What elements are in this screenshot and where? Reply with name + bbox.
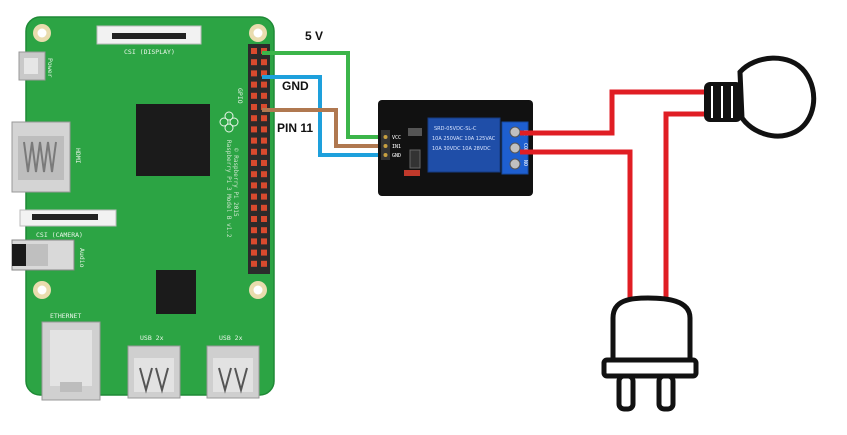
mains-wires [520,89,716,302]
gpio-pin [251,238,257,245]
usb-right-label: USB 2x [219,334,243,342]
gpio-pin [251,70,257,77]
raspberry-logo-icon [219,111,239,133]
gpio-pin [261,227,267,234]
power-label: Power [46,58,54,78]
gpio-pin [251,104,257,110]
signal-label: PIN 11 [277,121,313,135]
gpio-pin [251,216,257,222]
gpio-pin [261,216,267,222]
gpio-pin [261,59,267,66]
gpio-pin [261,193,267,200]
relay-terminal-com: COM [522,143,528,152]
hdmi-port: HDMI [11,121,82,193]
gpio-pin [251,148,257,155]
audio-jack: Audio [11,239,86,271]
gpio-pin [261,171,267,178]
low-voltage-wires [262,51,386,157]
gpio-pin [261,70,267,77]
gpio-pin [261,260,267,267]
usb-port-right: USB 2x [206,334,260,399]
gpio-pin [251,92,257,99]
gpio-pin [261,92,267,99]
gpio-pin [261,204,267,211]
gpio-pin [251,249,257,256]
signal-wire [262,108,386,148]
power-plug-icon [601,295,699,412]
csi-display-connector: CSI (DISPLAY) [96,25,202,56]
relay-terminal-no: NO [522,160,528,166]
usb-controller-chip [156,270,196,314]
gpio-pin [261,126,267,133]
hdmi-label: HDMI [74,148,82,164]
csi-camera-connector: CSI (CAMERA) [19,209,117,239]
gpio-pin [251,193,257,200]
relay-module: VCC IN1 GND SRD-05VDC-SL-C 10A 250VAC 10… [378,100,533,196]
light-bulb-icon [704,55,817,139]
soc-chip [136,104,210,176]
gpio-pin [261,238,267,245]
gpio-pin [251,48,257,54]
relay-coil-text-3: 10A 30VDC 10A 28VDC [432,146,491,152]
model-text-line1: Raspberry Pi 3 Model B v1.2 [225,140,232,238]
ethernet-port: ETHERNET [41,312,101,401]
gpio-pin [261,249,267,256]
gpio-pin [251,115,257,122]
usb-port-left: USB 2x [127,334,181,399]
gpio-pin [261,160,267,166]
relay-pin-in1: IN1 [392,144,401,150]
gpio-pin [251,204,257,211]
ethernet-label: ETHERNET [50,312,81,320]
model-text-line2: © Raspberry Pi 2015 [232,148,239,217]
gpio-pin [251,137,257,144]
vcc-label: 5 V [305,29,323,43]
gpio-pin [261,115,267,122]
gpio-pin [261,182,267,189]
gpio-pin [251,160,257,166]
gpio-pin [251,182,257,189]
gpio-pin [261,137,267,144]
relay-pin-gnd: GND [392,153,401,159]
gpio-pin [251,227,257,234]
gpio-header [248,44,270,274]
csi-display-label: CSI (DISPLAY) [124,48,175,56]
mains-wire-no [520,149,633,302]
mains-wire-com [520,89,716,136]
gpio-label: GPIO [236,88,244,104]
relay-coil-text-2: 10A 250VAC 10A 125VAC [432,136,496,142]
gnd-wire [262,75,386,157]
raspberry-pi-board: CSI (DISPLAY) Power HDMI Raspberry Pi 3 … [11,16,275,401]
gpio-pin [251,81,257,88]
mounting-hole-icon [33,24,267,299]
usb-left-label: USB 2x [140,334,164,342]
power-connector: Power [18,51,54,81]
relay-pin-vcc: VCC [392,135,401,141]
gpio-pin [261,104,267,110]
csi-camera-label: CSI (CAMERA) [36,231,83,239]
mains-wire-lamp-return [663,111,716,302]
gpio-pin [251,59,257,66]
vcc-wire [262,51,386,139]
gpio-pin [251,260,257,267]
gpio-pin [251,126,257,133]
relay-coil-text-1: SRD-05VDC-SL-C [434,126,477,132]
gpio-pin [261,148,267,155]
gpio-pin [251,171,257,178]
audio-label: Audio [78,248,86,268]
gpio-pin [261,81,267,88]
gnd-label: GND [282,79,309,93]
